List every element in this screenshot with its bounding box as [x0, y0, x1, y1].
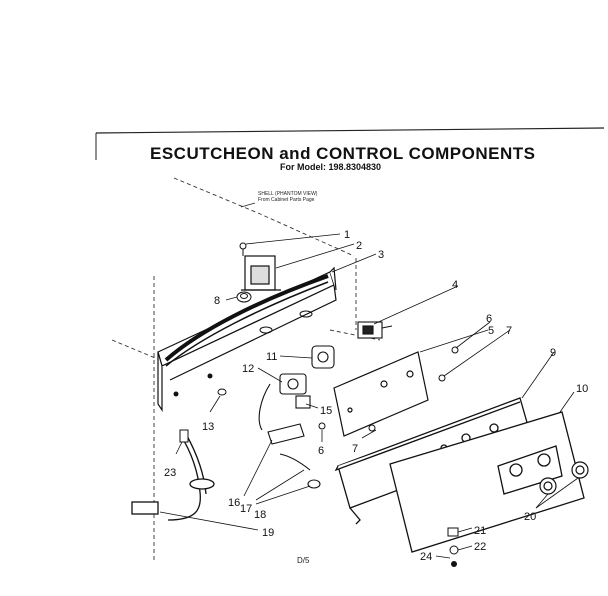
- mounting-plate-5: [333, 351, 429, 437]
- clip-21: [447, 527, 459, 537]
- wiring-harness: [164, 274, 329, 362]
- model-subtitle: For Model: 198.8304830: [280, 162, 382, 172]
- callout-5: 5: [488, 325, 494, 337]
- border-top: [95, 127, 605, 134]
- screw-7b: [368, 424, 376, 432]
- callout-6b: 6: [318, 445, 324, 457]
- callout-22: 22: [474, 541, 486, 553]
- callout-24: 24: [420, 551, 432, 563]
- connector-23: [179, 429, 189, 443]
- callout-6: 6: [486, 313, 492, 325]
- shell-note: SHELL (PHANTOM VIEW) From Cabinet Parts …: [258, 191, 317, 203]
- callout-3: 3: [378, 249, 384, 261]
- part-15: [295, 395, 311, 409]
- power-cord-19: [131, 433, 215, 521]
- callout-1: 1: [344, 229, 350, 241]
- callout-17: 17: [240, 503, 252, 515]
- switch-4: [357, 321, 393, 339]
- callout-13: 13: [202, 421, 214, 433]
- screw-24: [451, 561, 457, 567]
- transformer: [241, 255, 281, 291]
- callout-16: 16: [228, 497, 240, 509]
- callout-10: 10: [576, 383, 588, 395]
- callout-11: 11: [266, 351, 277, 363]
- title: ESCUTCHEON and CONTROL COMPONENTS: [150, 144, 536, 163]
- grommet-8: [236, 291, 252, 303]
- callout-7b: 7: [352, 443, 358, 455]
- washer-22: [449, 545, 459, 555]
- callout-8: 8: [214, 295, 220, 307]
- bracket-hole: [299, 310, 313, 318]
- timer-11: [311, 345, 335, 369]
- escutcheon-10: [389, 411, 585, 553]
- callout-labels: 1 2 3 8 4 5 6 7 9 10 11 12 13 15 6 7 16 …: [164, 229, 588, 563]
- callout-2: 2: [356, 240, 362, 252]
- shell-note-line2: From Cabinet Parts Page: [258, 197, 315, 203]
- knob-20: [539, 461, 589, 495]
- callout-15: 15: [320, 405, 332, 417]
- screw-6: [451, 346, 459, 354]
- callout-7: 7: [506, 325, 512, 337]
- screw-1: [239, 242, 247, 256]
- part-13: [217, 388, 227, 396]
- callout-12: 12: [242, 363, 254, 375]
- callout-9: 9: [550, 347, 556, 359]
- callout-23: 23: [164, 467, 176, 479]
- shell-leader: [240, 202, 256, 208]
- bracket-hole: [259, 326, 273, 334]
- callout-4: 4: [452, 279, 458, 291]
- callout-20: 20: [524, 511, 536, 523]
- callout-18: 18: [254, 509, 266, 521]
- bracket-16: [267, 423, 321, 489]
- screw-6b: [318, 422, 326, 430]
- page-code: D/5: [297, 556, 310, 565]
- shell-note-line1: SHELL (PHANTOM VIEW): [258, 191, 318, 197]
- escutcheon-bracket: [157, 266, 337, 412]
- callout-19: 19: [262, 527, 274, 539]
- leader-lines: [159, 233, 579, 559]
- screw-7: [438, 374, 446, 382]
- callout-21: 21: [474, 525, 486, 537]
- control-12: [258, 373, 307, 431]
